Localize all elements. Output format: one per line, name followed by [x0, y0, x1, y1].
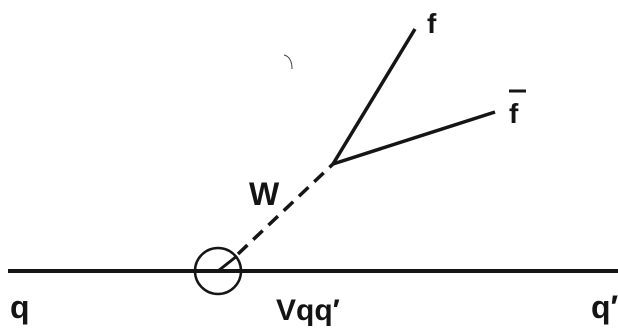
outgoing-quark-label: q′	[591, 289, 618, 325]
fermion-line	[331, 28, 417, 165]
incoming-quark-label: q	[10, 289, 30, 325]
antifermion-line	[332, 110, 496, 166]
vertex-circle	[193, 246, 243, 296]
antifermion-label: f	[509, 98, 519, 129]
scan-mark	[283, 54, 293, 70]
vertex-label: Vqq′	[276, 294, 340, 327]
w-boson-label: W	[249, 176, 280, 212]
fermion-label: f	[427, 8, 437, 39]
vertex-marker	[217, 254, 238, 273]
w-boson-line	[236, 162, 335, 256]
